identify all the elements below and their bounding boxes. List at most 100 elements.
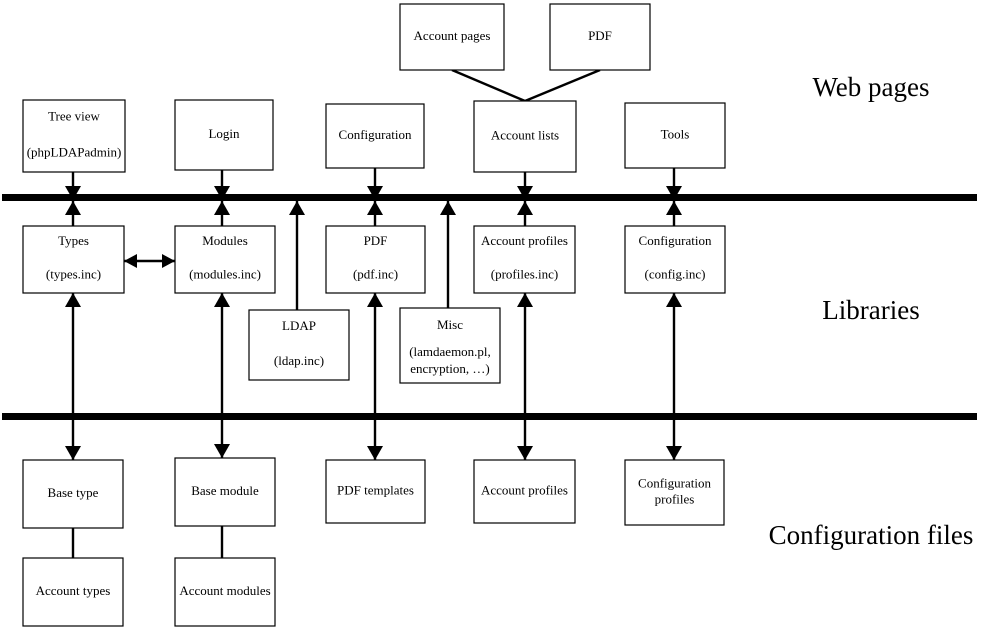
node-label-modules: Modules [202, 233, 248, 248]
node-configuration-lib[interactable]: Configuration (config.inc) [624, 225, 726, 294]
node-box-account-types [22, 557, 124, 627]
node-account-pages[interactable]: Account pages [399, 3, 505, 71]
connection-ldap-to-bar [289, 194, 305, 310]
node-box-account-profiles-cfg [473, 459, 576, 524]
node-login[interactable]: Login [174, 99, 274, 171]
node-box-account-modules [174, 557, 276, 627]
node-box-pdf-templates [325, 459, 426, 524]
node-box-account-profiles-lib [473, 225, 576, 294]
node-box-ldap-lib [248, 309, 350, 381]
connection-bar-to-types [65, 194, 81, 226]
node-label-login: Login [208, 126, 240, 141]
node-box-login [174, 99, 274, 171]
node-box-tree-view [22, 99, 126, 173]
node-account-profiles-cfg[interactable]: Account profiles [473, 459, 576, 524]
node-sublabel-misc-lib: (lamdaemon.pl,encryption, …) [409, 344, 491, 376]
node-pdf-top[interactable]: PDF [549, 3, 651, 71]
node-label-tools: Tools [661, 126, 690, 141]
node-label-base-module: Base module [191, 483, 259, 498]
node-label-configuration-web: Configuration [339, 127, 412, 142]
node-sublabel-account-profiles-lib: (profiles.inc) [491, 267, 559, 282]
connection-bottom-bar-to-modules [214, 293, 230, 413]
node-sublabel-modules: (modules.inc) [189, 267, 261, 282]
node-box-base-type [22, 459, 124, 529]
node-label-pdf-templates: PDF templates [337, 482, 414, 497]
node-account-modules[interactable]: Account modules [174, 557, 276, 627]
node-box-account-pages [399, 3, 505, 71]
node-configuration-web[interactable]: Configuration [325, 103, 425, 169]
layer-bar-web-libraries-divider [2, 194, 977, 201]
section-label-configuration-files: Configuration files [769, 520, 974, 550]
node-box-base-module [174, 457, 276, 527]
node-label-account-types: Account types [36, 583, 111, 598]
node-box-configuration-profiles [624, 459, 725, 526]
node-label-misc-lib: Misc [437, 317, 463, 332]
connection-bar-to-configuration-lib [666, 194, 682, 226]
node-label-account-modules: Account modules [179, 583, 270, 598]
connection-bar-to-configuration-profiles [666, 413, 682, 460]
connection-bar-to-pdf-lib [367, 194, 383, 226]
connection-pdf-to-account-lists [524, 68, 601, 103]
node-sublabel-ldap-lib: (ldap.inc) [274, 353, 324, 368]
connection-misc-to-bar [440, 194, 456, 308]
node-modules[interactable]: Modules (modules.inc) [174, 225, 276, 294]
node-label-ldap-lib: LDAP [282, 318, 316, 333]
node-label-configuration-lib: Configuration [639, 233, 712, 248]
node-label-account-profiles-cfg: Account profiles [481, 482, 568, 497]
node-account-lists[interactable]: Account lists [473, 100, 577, 173]
node-label-types: Types [58, 233, 89, 248]
node-ldap-lib[interactable]: LDAP (ldap.inc) [248, 309, 350, 381]
layer-bar-libraries-config-divider [2, 413, 977, 420]
node-label-account-pages: Account pages [414, 28, 491, 43]
node-account-types[interactable]: Account types [22, 557, 124, 627]
connection-bar-to-pdf-templates [367, 413, 383, 460]
connection-bottom-bar-to-account-profiles-lib [517, 293, 533, 413]
node-box-configuration-web [325, 103, 425, 169]
connection-bar-to-account-profiles-lib [517, 194, 533, 226]
node-box-modules [174, 225, 276, 294]
node-label-pdf-top: PDF [588, 28, 612, 43]
node-pdf-templates[interactable]: PDF templates [325, 459, 426, 524]
node-label-account-profiles-lib: Account profiles [481, 233, 568, 248]
node-box-tools [624, 102, 726, 169]
connection-bar-to-modules [214, 194, 230, 226]
connection-bar-to-base-type [65, 413, 81, 460]
connections-group [65, 68, 682, 558]
node-sublabel-tree-view: (phpLDAPadmin) [27, 144, 122, 159]
node-label-pdf-lib: PDF [364, 233, 388, 248]
node-label-tree-view: Tree view [48, 108, 100, 123]
node-types[interactable]: Types (types.inc) [22, 225, 125, 294]
connection-bottom-bar-to-pdf-lib [367, 293, 383, 413]
node-base-type[interactable]: Base type [22, 459, 124, 529]
node-box-types [22, 225, 125, 294]
layer-bars-group [2, 194, 977, 420]
connection-bar-to-base-module [214, 413, 230, 458]
node-sublabel-types: (types.inc) [46, 267, 101, 282]
node-label-base-type: Base type [48, 485, 99, 500]
node-base-module[interactable]: Base module [174, 457, 276, 527]
node-box-account-lists [473, 100, 577, 173]
node-pdf-lib[interactable]: PDF (pdf.inc) [325, 225, 426, 294]
node-tools[interactable]: Tools [624, 102, 726, 169]
node-tree-view[interactable]: Tree view (phpLDAPadmin) [22, 99, 126, 173]
node-box-misc-lib [399, 307, 501, 384]
connection-bottom-bar-to-types [65, 293, 81, 413]
section-label-libraries: Libraries [822, 295, 919, 325]
connection-bottom-bar-to-configuration-lib [666, 293, 682, 413]
connection-bar-to-account-profiles-cfg [517, 413, 533, 460]
node-account-profiles-lib[interactable]: Account profiles (profiles.inc) [473, 225, 576, 294]
node-sublabel-configuration-lib: (config.inc) [644, 267, 705, 282]
node-misc-lib[interactable]: Misc (lamdaemon.pl,encryption, …) [399, 307, 501, 384]
node-sublabel-pdf-lib: (pdf.inc) [353, 267, 398, 282]
section-label-web-pages: Web pages [812, 72, 929, 102]
node-box-pdf-lib [325, 225, 426, 294]
node-box-pdf-top [549, 3, 651, 71]
connection-account-pages-to-account-lists [451, 68, 526, 103]
node-label-account-lists: Account lists [491, 127, 559, 142]
